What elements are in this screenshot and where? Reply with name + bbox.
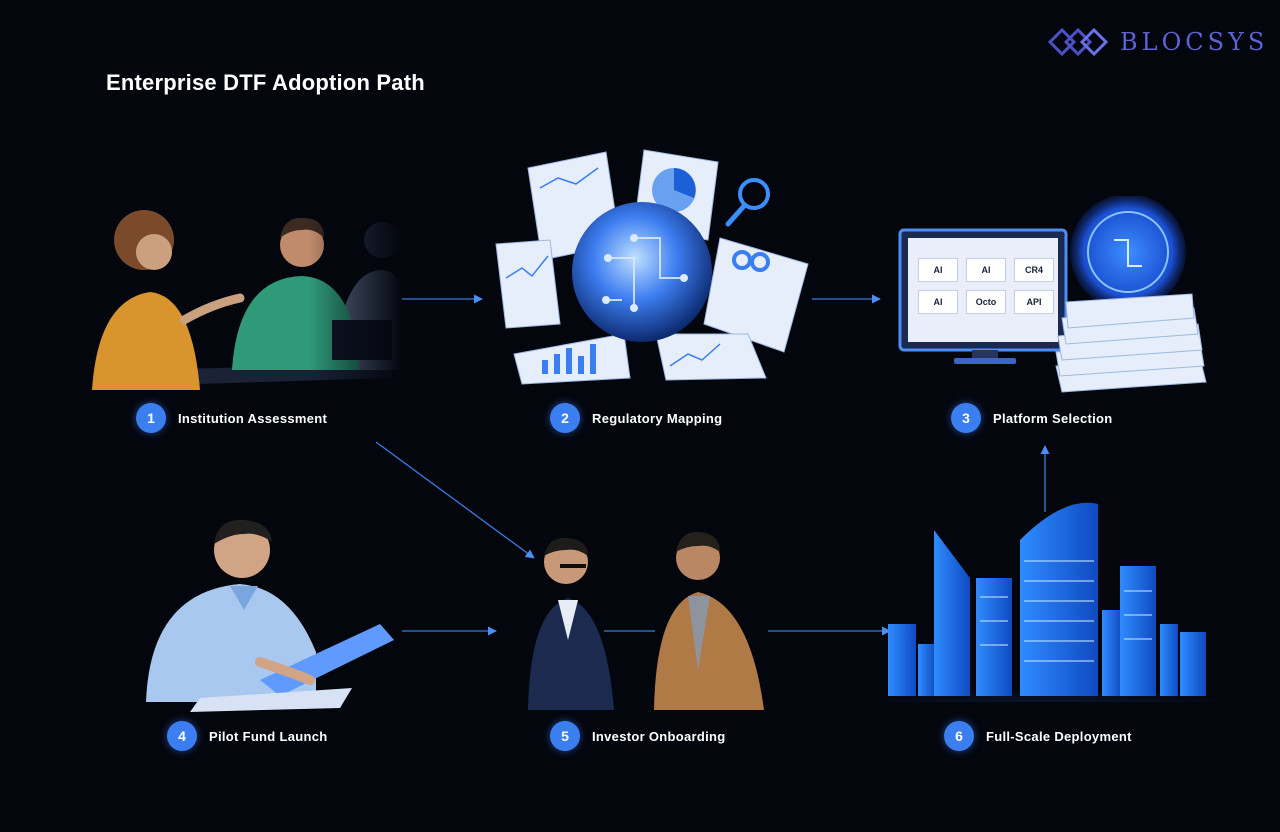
step-3: 3 Platform Selection (951, 403, 1113, 433)
step-label-text: Full-Scale Deployment (986, 728, 1132, 744)
connector-1-5 (375, 441, 535, 559)
step-label-text: Institution Assessment (178, 410, 328, 426)
step-label-text: Regulatory Mapping (592, 410, 723, 426)
dashboard-tile: API (1014, 290, 1054, 314)
step-label-text: Pilot Fund Launch (209, 728, 328, 744)
step-number-badge: 2 (550, 403, 580, 433)
documents-globe-illustration (488, 148, 818, 388)
step-label-text: Platform Selection (993, 410, 1113, 426)
dashboard-tile: AI (918, 290, 958, 314)
step-4: 4 Pilot Fund Launch (167, 721, 327, 751)
business-handshake-illustration (524, 520, 770, 710)
step-number-badge: 1 (136, 403, 166, 433)
dashboard-tile: CR4 (1014, 258, 1054, 282)
step-1: 1 Institution Assessment (136, 403, 327, 433)
team-meeting-illustration (92, 200, 402, 400)
step-number-badge: 6 (944, 721, 974, 751)
brand-name: BLOCSYS (1120, 28, 1269, 56)
brand-logo: BLOCSYS (1046, 22, 1268, 62)
step-label-text: Investor Onboarding (592, 728, 726, 744)
step-2: 2 Regulatory Mapping (550, 403, 722, 433)
step-number-badge: 3 (951, 403, 981, 433)
dashboard-tile: AI (918, 258, 958, 282)
page-title: Enterprise DTF Adoption Path (106, 70, 425, 95)
dashboard-tile: AI (966, 258, 1006, 282)
step-6: 6 Full-Scale Deployment (944, 721, 1132, 751)
step-number-badge: 5 (550, 721, 580, 751)
glowing-city-illustration (884, 500, 1214, 702)
dashboard-tile-grid: AI AI CR4 AI Octo API (918, 258, 1054, 314)
step-number-badge: 4 (167, 721, 197, 751)
step-5: 5 Investor Onboarding (550, 721, 726, 751)
person-laptop-illustration (140, 512, 402, 712)
blocsys-logo-icon (1047, 27, 1109, 57)
dashboard-tile: Octo (966, 290, 1006, 314)
ai-dashboard-illustration: AI AI CR4 AI Octo API (896, 196, 1212, 396)
